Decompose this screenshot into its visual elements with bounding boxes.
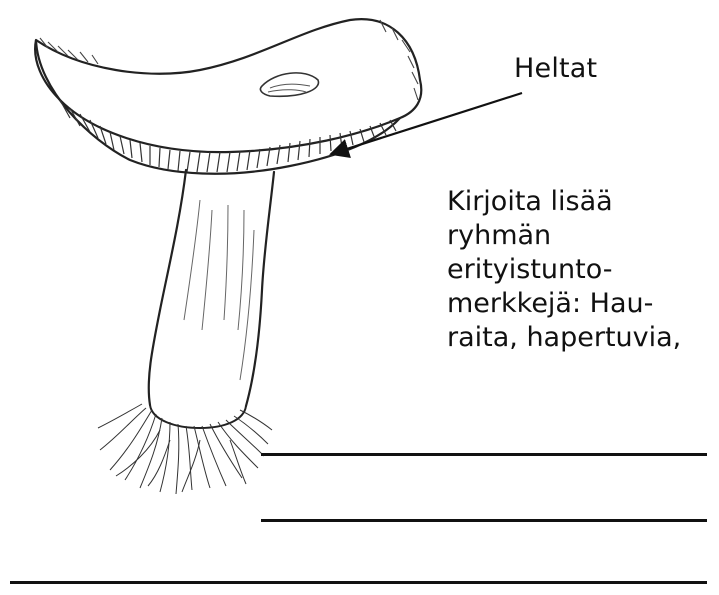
roots [98, 404, 272, 494]
answer-line-1[interactable] [261, 453, 707, 456]
instruction-line: Kirjoita lisää [447, 185, 681, 219]
mushroom-cap [35, 19, 421, 152]
answer-line-2[interactable] [261, 519, 707, 522]
cap-rim-hatching [40, 20, 418, 100]
instruction-line: erityistunto- [447, 253, 681, 287]
gills-label: Heltat [514, 52, 597, 86]
answer-line-3[interactable] [10, 581, 707, 584]
instruction-line: raita, hapertuvia, [447, 321, 681, 355]
instruction-line: ryhmän [447, 219, 681, 253]
instruction-line: merkkejä: Hau- [447, 287, 681, 321]
gills-pointer-arrow [331, 93, 522, 154]
mushroom-stem [149, 170, 274, 406]
stem-base [150, 405, 246, 428]
instruction-text: Kirjoita lisää ryhmän erityistunto- merk… [447, 185, 681, 355]
